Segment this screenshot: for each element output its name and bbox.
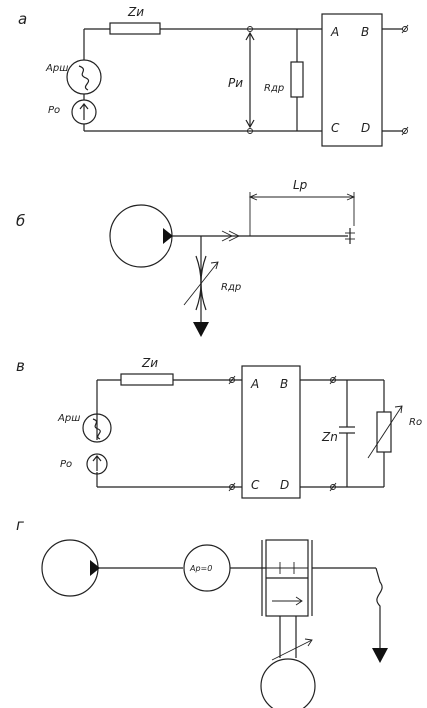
terminal-slash	[329, 482, 337, 492]
port-d-label: D	[361, 121, 370, 135]
impedance-label: Zи	[141, 356, 158, 370]
motor-circle	[260, 658, 316, 708]
terminal-slash	[401, 24, 409, 34]
pi-label: Pи	[228, 76, 243, 90]
down-arrow-icon	[245, 119, 255, 129]
ap-label: Aр=0	[189, 564, 212, 573]
adjustable-arrow	[367, 405, 403, 459]
terminal-node	[229, 377, 235, 383]
terminal-node	[247, 128, 253, 134]
pump-circle	[109, 204, 173, 268]
terminal-slash	[401, 126, 409, 136]
pump-circle	[41, 539, 99, 597]
port-c-label: C	[331, 121, 340, 135]
circuit-a: а Zи Aрш Pо Pи Rдр	[18, 5, 409, 147]
drain-tank-icon	[193, 322, 209, 337]
throttle-resistor	[290, 61, 304, 98]
r0-label: Rо	[409, 417, 422, 428]
throttle-arc	[195, 255, 202, 311]
wavy-drain-line	[375, 567, 383, 648]
port-a-label: A	[250, 377, 259, 391]
pump-triangle-icon	[163, 228, 173, 244]
port-b-label: B	[361, 25, 369, 39]
terminal-node	[229, 484, 235, 490]
pressure-label: Pо	[60, 459, 72, 470]
pressure-label: Pо	[48, 105, 60, 116]
lp-label: Lp	[293, 178, 308, 192]
ac-source-circle	[82, 413, 112, 443]
right-arrow-icon	[346, 193, 356, 201]
rdr-label: Rдр	[264, 83, 284, 94]
load-resistor	[376, 411, 392, 453]
adjustable-arrow	[271, 639, 313, 661]
zn-label: Zn	[321, 430, 338, 444]
impedance-resistor	[120, 373, 174, 386]
sine-wave-icon	[92, 418, 101, 440]
terminal-slash	[228, 375, 236, 385]
source-label: Aрш	[45, 63, 68, 74]
left-arrow-icon	[248, 193, 258, 201]
port-c-label: C	[251, 478, 260, 492]
impedance-label: Zи	[127, 5, 144, 19]
circuit-v: в Zи Aрш Pо A B C D	[16, 356, 422, 499]
up-arrow-icon	[92, 455, 102, 462]
quadripole-block	[241, 365, 301, 499]
port-d-label: D	[280, 478, 289, 492]
quadripole-block	[321, 13, 383, 147]
output-terminal	[402, 26, 408, 32]
flow-arrow-icon	[221, 230, 234, 242]
right-arrow-icon	[295, 596, 303, 606]
terminal-node	[330, 377, 336, 383]
drain-tank-icon	[372, 648, 388, 663]
output-terminal	[402, 128, 408, 134]
rdr-label: Rдр	[221, 282, 241, 293]
up-arrow-icon	[79, 103, 89, 110]
circuit-b: б Lp Rдр	[16, 178, 356, 337]
source-label: Aрш	[57, 413, 80, 424]
port-b-label: B	[280, 377, 288, 391]
terminal-node	[330, 484, 336, 490]
up-arrow-icon	[245, 31, 255, 41]
ac-source-circle	[66, 59, 102, 95]
pump-triangle-icon	[90, 560, 100, 576]
section-label-v: в	[16, 357, 25, 375]
port-a-label: A	[330, 25, 339, 39]
pressure-source-circle	[71, 99, 97, 125]
terminal-node	[247, 26, 253, 32]
terminal-slash	[329, 375, 337, 385]
pressure-source-circle	[86, 453, 108, 475]
adjustable-arrow-icon	[394, 405, 403, 414]
adjustable-arrow-icon	[304, 638, 313, 647]
section-label-g: г	[16, 516, 24, 534]
section-label-b: б	[16, 212, 25, 230]
flow-arrow-icon	[228, 230, 241, 242]
terminal-slash	[228, 482, 236, 492]
adjustable-arrow-icon	[210, 261, 219, 270]
adjustable-arrow	[183, 261, 219, 306]
section-label-a: а	[18, 10, 27, 28]
impedance-resistor	[109, 22, 161, 35]
circuit-g: г Aр=0	[16, 516, 388, 708]
sine-wave-icon	[78, 65, 90, 91]
